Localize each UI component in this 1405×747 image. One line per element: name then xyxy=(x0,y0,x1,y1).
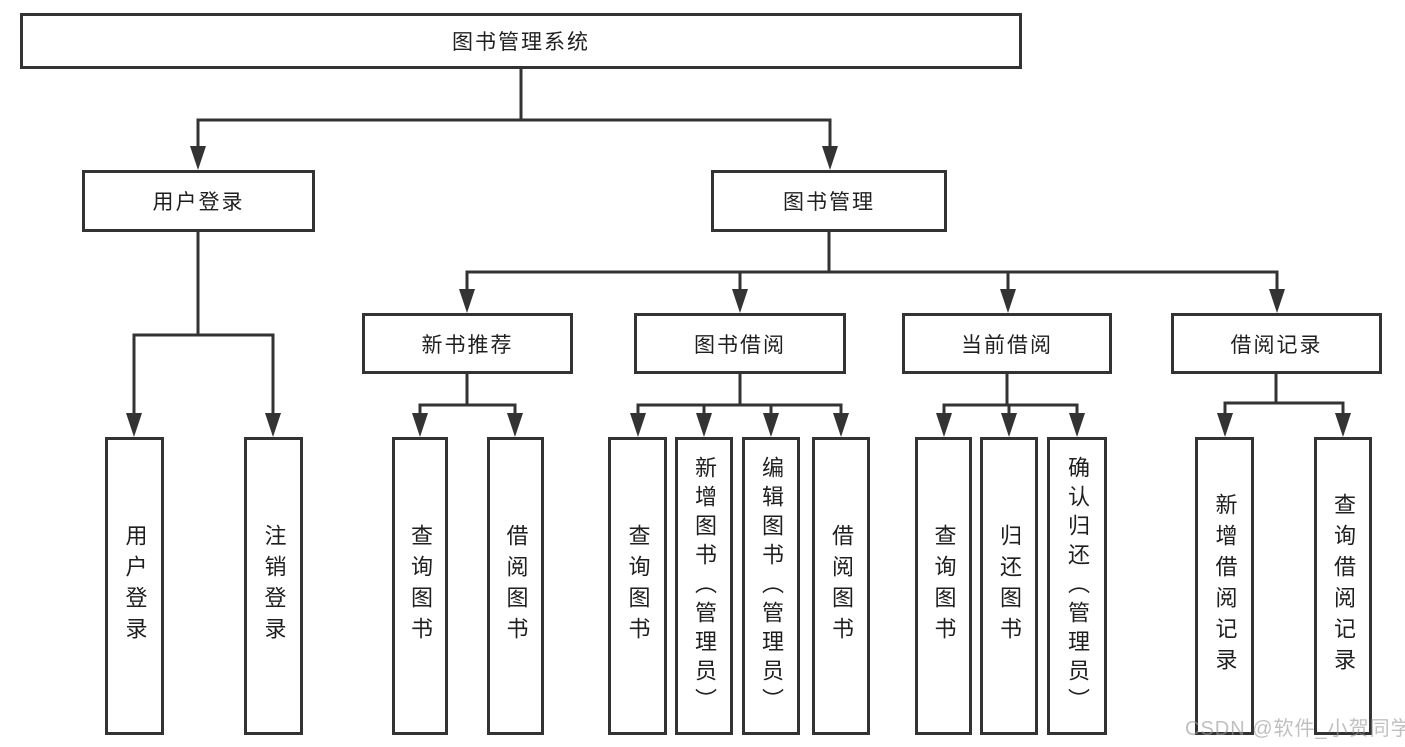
node-leaf-query-books-rec-label: 查询图书 xyxy=(408,524,433,648)
connector-new-book-rec xyxy=(412,374,523,437)
watermark: CSDN @软件_小贺同学 xyxy=(1185,718,1405,740)
node-user-login-branch-label: 用户登录 xyxy=(152,191,245,214)
node-borrow-records: 借阅记录 xyxy=(1171,313,1382,374)
node-current-borrow: 当前借阅 xyxy=(902,313,1112,374)
connector-book-management xyxy=(459,232,1285,313)
node-leaf-add-borrow-record-label: 新增借阅记录 xyxy=(1212,493,1238,679)
node-user-login-branch: 用户登录 xyxy=(82,170,315,232)
node-leaf-edit-books-admin-label: 编辑图书（管理员） xyxy=(759,455,784,717)
node-leaf-return-books: 归还图书 xyxy=(980,437,1038,735)
node-leaf-borrow-books-label: 借阅图书 xyxy=(829,524,854,648)
connector-borrow-records xyxy=(1217,374,1351,437)
connector-current-borrow xyxy=(936,374,1085,437)
node-book-management-branch: 图书管理 xyxy=(711,170,947,232)
node-leaf-query-borrow-record-label: 查询借阅记录 xyxy=(1331,493,1356,679)
node-leaf-query-books-current: 查询图书 xyxy=(915,437,972,735)
node-leaf-user-login-label: 用户登录 xyxy=(122,524,148,648)
node-book-borrow: 图书借阅 xyxy=(634,313,846,374)
connector-book-borrow xyxy=(630,374,849,437)
node-leaf-borrow-books: 借阅图书 xyxy=(812,437,870,735)
node-leaf-query-borrow-record: 查询借阅记录 xyxy=(1314,437,1372,735)
node-leaf-add-books-admin-label: 新增图书（管理员） xyxy=(692,455,717,717)
node-leaf-borrow-books-rec-label: 借阅图书 xyxy=(503,524,529,648)
node-borrow-records-label: 借阅记录 xyxy=(1230,333,1323,357)
node-leaf-query-books-borrow-label: 查询图书 xyxy=(625,524,651,648)
node-book-borrow-label: 图书借阅 xyxy=(694,333,786,357)
node-leaf-user-login: 用户登录 xyxy=(105,437,164,735)
node-new-book-recommend: 新书推荐 xyxy=(362,313,573,374)
node-new-book-recommend-label: 新书推荐 xyxy=(421,333,514,357)
node-leaf-query-books-borrow: 查询图书 xyxy=(608,437,667,735)
node-leaf-add-books-admin: 新增图书（管理员） xyxy=(675,437,733,735)
node-leaf-logout: 注销登录 xyxy=(244,437,303,735)
node-leaf-logout-label: 注销登录 xyxy=(261,524,287,648)
node-current-borrow-label: 当前借阅 xyxy=(961,333,1053,357)
connector-user-login xyxy=(126,232,281,437)
node-library-system: 图书管理系统 xyxy=(20,13,1022,69)
node-book-management-branch-label: 图书管理 xyxy=(783,191,875,214)
node-leaf-return-books-label: 归还图书 xyxy=(997,524,1022,648)
node-leaf-query-books-current-label: 查询图书 xyxy=(931,524,957,648)
connector-root xyxy=(190,69,838,170)
node-leaf-confirm-return-admin-label: 确认归还（管理员） xyxy=(1065,455,1090,717)
node-leaf-borrow-books-rec: 借阅图书 xyxy=(487,437,544,735)
node-library-system-label: 图书管理系统 xyxy=(452,31,590,54)
node-leaf-edit-books-admin: 编辑图书（管理员） xyxy=(742,437,800,735)
node-leaf-confirm-return-admin: 确认归还（管理员） xyxy=(1047,437,1107,735)
node-leaf-add-borrow-record: 新增借阅记录 xyxy=(1195,437,1254,735)
node-leaf-query-books-rec: 查询图书 xyxy=(392,437,448,735)
